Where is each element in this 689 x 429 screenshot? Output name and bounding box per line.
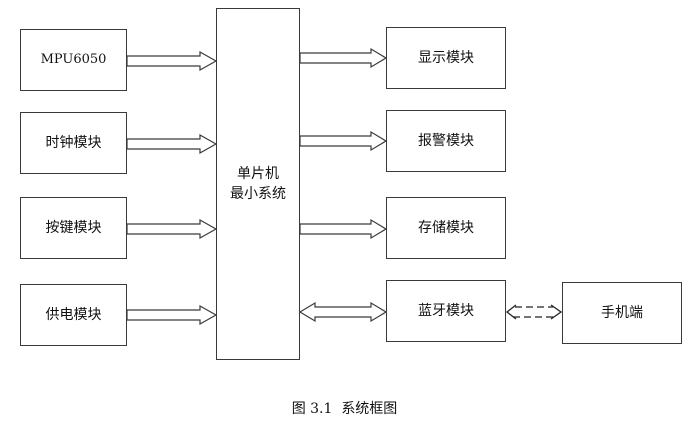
wireless-link-bluetooth-phone [505, 304, 563, 320]
block-label: 存储模块 [418, 220, 474, 236]
wireless-arrowhead-right [550, 304, 563, 320]
block-label: 供电模块 [45, 307, 102, 323]
block-storage: 存储模块 [386, 197, 506, 259]
block-clock: 时钟模块 [20, 112, 127, 174]
figure-caption: 图 3.1 系统框图 [0, 398, 689, 418]
arrow-mcu-to-alarm [299, 130, 388, 152]
block-label: 蓝牙模块 [418, 303, 474, 319]
block-display: 显示模块 [386, 27, 506, 89]
block-power: 供电模块 [20, 284, 127, 346]
block-label: 显示模块 [418, 50, 474, 66]
arrow-mpu6050-to-mcu [126, 50, 218, 72]
block-phone: 手机端 [562, 282, 682, 344]
arrow-mcu-to-display [299, 47, 388, 69]
arrow-clock-to-mcu [126, 133, 218, 155]
arrow-power-to-mcu [126, 304, 218, 326]
arrow-mcu-to-storage [299, 218, 388, 240]
block-label: MPU6050 [40, 52, 107, 67]
mcu-label-line2: 最小系统 [230, 186, 286, 202]
block-bluetooth: 蓝牙模块 [386, 280, 506, 342]
arrow-keys-to-mcu [126, 218, 218, 240]
block-label: 手机端 [601, 305, 643, 321]
caption-number: 图 3.1 [291, 401, 333, 417]
caption-title: 系统框图 [341, 401, 398, 417]
block-mpu6050: MPU6050 [20, 29, 127, 91]
block-label: 时钟模块 [45, 135, 102, 151]
block-alarm: 报警模块 [386, 110, 506, 172]
block-mcu-minimum-system: 单片机 最小系统 [216, 8, 300, 360]
block-label: 报警模块 [418, 133, 474, 149]
block-label: 按键模块 [45, 220, 102, 236]
arrow-mcu-bluetooth-bidirectional [298, 301, 388, 323]
block-keys: 按键模块 [20, 197, 127, 259]
mcu-label-line1: 单片机 [237, 166, 279, 182]
